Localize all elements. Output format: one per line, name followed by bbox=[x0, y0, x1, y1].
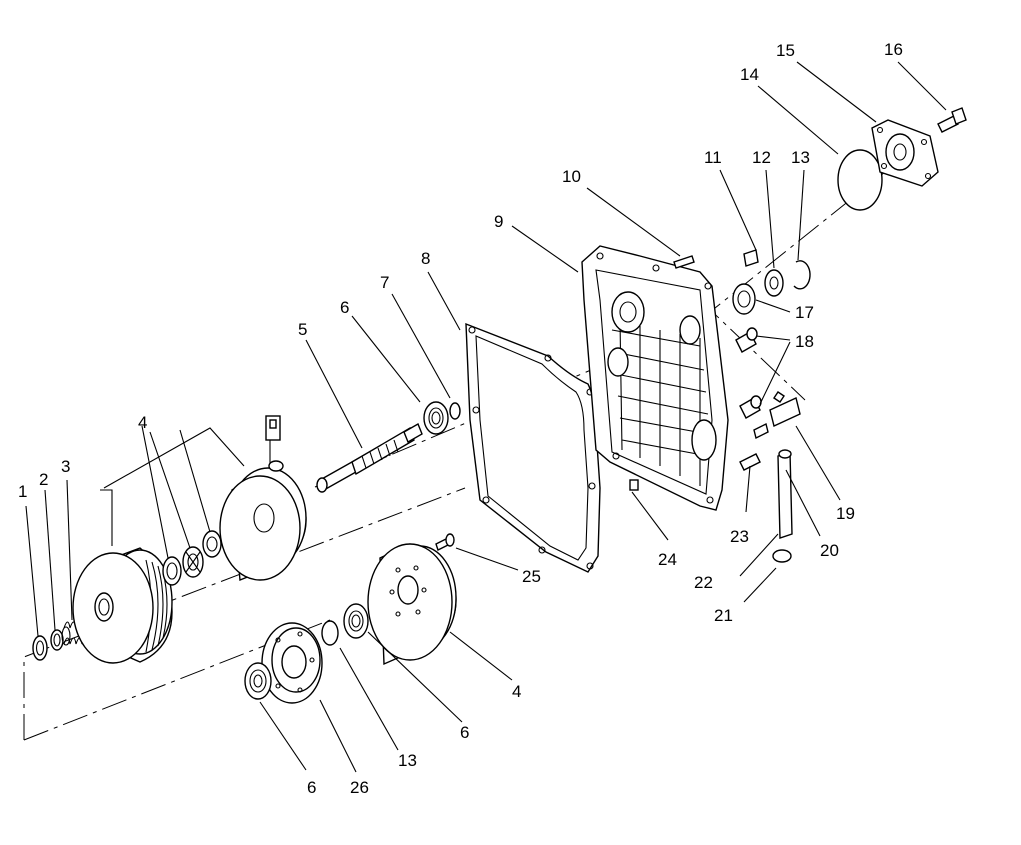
bolt-part bbox=[673, 255, 695, 269]
callout-8: 8 bbox=[421, 249, 430, 268]
callout-4-lower: 4 bbox=[512, 682, 521, 701]
snap-ring-part bbox=[32, 635, 48, 661]
callout-14: 14 bbox=[740, 65, 759, 84]
plug-part bbox=[743, 249, 759, 267]
gear-case-cover-part bbox=[581, 245, 729, 511]
bearing-part bbox=[343, 603, 369, 639]
callout-26: 26 bbox=[350, 778, 369, 797]
callout-6-upper: 6 bbox=[340, 298, 349, 317]
callout-labels: 1 2 3 4 5 6 7 8 9 10 11 12 13 14 15 16 1… bbox=[18, 40, 903, 797]
callout-20: 20 bbox=[820, 541, 839, 560]
drive-shaft-part bbox=[316, 422, 423, 493]
seal-part bbox=[764, 269, 784, 297]
callout-7: 7 bbox=[380, 273, 389, 292]
callout-17: 17 bbox=[795, 303, 814, 322]
field-coil-housing-part bbox=[219, 415, 307, 581]
bearing-cap-part bbox=[871, 119, 939, 187]
bolt-part bbox=[937, 107, 967, 133]
snap-ring-part bbox=[449, 402, 461, 420]
callout-25: 25 bbox=[522, 567, 541, 586]
snap-ring-part bbox=[321, 620, 339, 646]
callout-2: 2 bbox=[39, 470, 48, 489]
screw-part bbox=[435, 533, 455, 551]
callout-6-lower: 6 bbox=[307, 778, 316, 797]
bearing-part bbox=[244, 662, 272, 700]
clutch-pulley-part bbox=[72, 547, 173, 664]
o-ring-part bbox=[837, 149, 883, 211]
callout-18: 18 bbox=[795, 332, 814, 351]
callout-13-upper: 13 bbox=[791, 148, 810, 167]
bearing-part bbox=[423, 401, 449, 435]
bearing-part bbox=[732, 283, 756, 315]
retaining-ring-part bbox=[793, 260, 811, 290]
armature-disk-part bbox=[367, 543, 457, 666]
tube-part bbox=[777, 449, 793, 539]
fitting-part bbox=[735, 327, 762, 419]
callout-4-left: 4 bbox=[138, 413, 147, 432]
callout-21: 21 bbox=[714, 606, 733, 625]
spacer-ring-parts bbox=[162, 530, 222, 586]
callout-10: 10 bbox=[562, 167, 581, 186]
callout-15: 15 bbox=[776, 41, 795, 60]
callout-13-lower: 13 bbox=[398, 751, 417, 770]
callout-22: 22 bbox=[694, 573, 713, 592]
callout-5: 5 bbox=[298, 320, 307, 339]
callout-11: 11 bbox=[704, 148, 722, 167]
screw-part bbox=[739, 422, 769, 471]
callout-23: 23 bbox=[730, 527, 749, 546]
hose-clamp-part bbox=[772, 549, 792, 563]
flange-hub-part bbox=[261, 622, 323, 704]
callout-16: 16 bbox=[884, 40, 903, 59]
callout-19: 19 bbox=[836, 504, 855, 523]
gasket-part bbox=[465, 322, 601, 573]
callout-1: 1 bbox=[18, 482, 27, 501]
dowel-pin-part bbox=[629, 479, 639, 491]
callout-9: 9 bbox=[494, 212, 503, 231]
callout-3: 3 bbox=[61, 457, 70, 476]
hydraulic-fitting-part bbox=[769, 391, 801, 427]
washer-part bbox=[50, 629, 64, 651]
callout-24: 24 bbox=[658, 550, 677, 569]
callout-leader-lines bbox=[25, 61, 947, 773]
callout-12: 12 bbox=[752, 148, 771, 167]
callout-6-mid: 6 bbox=[460, 723, 469, 742]
